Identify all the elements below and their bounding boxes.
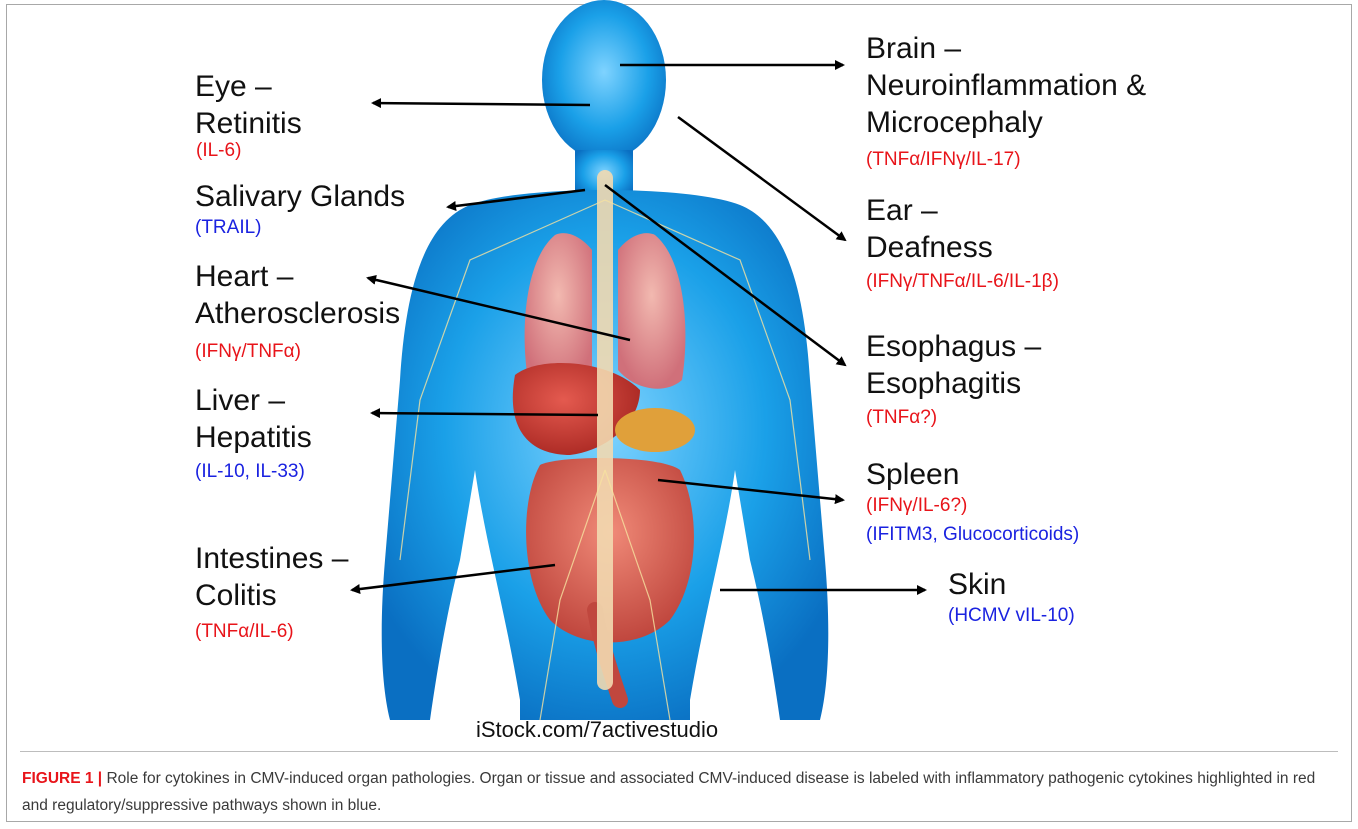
spleen-title: Spleen [866,456,959,493]
brain-title-line1: Brain – [866,30,1146,67]
intestines-title: Intestines – Colitis [195,540,348,614]
liver-title: Liver – Hepatitis [195,382,312,456]
ear-title-line1: Ear – [866,192,993,229]
liver-title-line1: Liver – [195,382,312,419]
intestines-title-line2: Colitis [195,577,348,614]
eye-title-line2: Retinitis [195,105,302,142]
brain-title-line3: Microcephaly [866,104,1146,141]
heart-title: Heart – Atherosclerosis [195,258,400,332]
ear-title: Ear – Deafness [866,192,993,266]
skin-cytokines: (HCMV vIL-10) [948,604,1075,628]
salivary-cytokines: (TRAIL) [195,216,262,240]
intestines-cytokines: (TNFα/IL-6) [195,620,294,644]
caption-text: Role for cytokines in CMV-induced organ … [22,770,1315,814]
caption-divider [20,751,1338,752]
image-credit: iStock.com/7activestudio [476,717,718,743]
liver-cytokines: (IL-10, IL-33) [195,460,305,484]
brain-cytokines: (TNFα/IFNγ/IL-17) [866,148,1021,172]
caption-label: FIGURE 1 | [22,770,102,787]
spleen-cytokines-regulatory: (IFITM3, Glucocorticoids) [866,523,1079,547]
heart-cytokines: (IFNγ/TNFα) [195,340,301,364]
heart-title-line1: Heart – [195,258,400,295]
esophagus-title-line1: Esophagus – [866,328,1041,365]
eye-title: Eye – Retinitis [195,68,302,142]
ear-cytokines: (IFNγ/TNFα/IL-6/IL-1β) [866,270,1059,294]
skin-title: Skin [948,566,1006,603]
brain-title: Brain – Neuroinflammation & Microcephaly [866,30,1146,141]
eye-cytokines: (IL-6) [196,139,241,163]
intestines-title-line1: Intestines – [195,540,348,577]
spine [597,170,613,690]
salivary-title: Salivary Glands [195,178,405,215]
spleen-cytokines-inflammatory: (IFNγ/IL-6?) [866,494,967,518]
brain-title-line2: Neuroinflammation & [866,67,1146,104]
ear-title-line2: Deafness [866,229,993,266]
eye-title-line1: Eye – [195,68,302,105]
esophagus-cytokines: (TNFα?) [866,406,937,430]
esophagus-title: Esophagus – Esophagitis [866,328,1041,402]
esophagus-title-line2: Esophagitis [866,365,1041,402]
stomach [615,408,695,452]
liver-title-line2: Hepatitis [195,419,312,456]
figure-caption: FIGURE 1 | Role for cytokines in CMV-ind… [22,765,1322,819]
heart-title-line2: Atherosclerosis [195,295,400,332]
